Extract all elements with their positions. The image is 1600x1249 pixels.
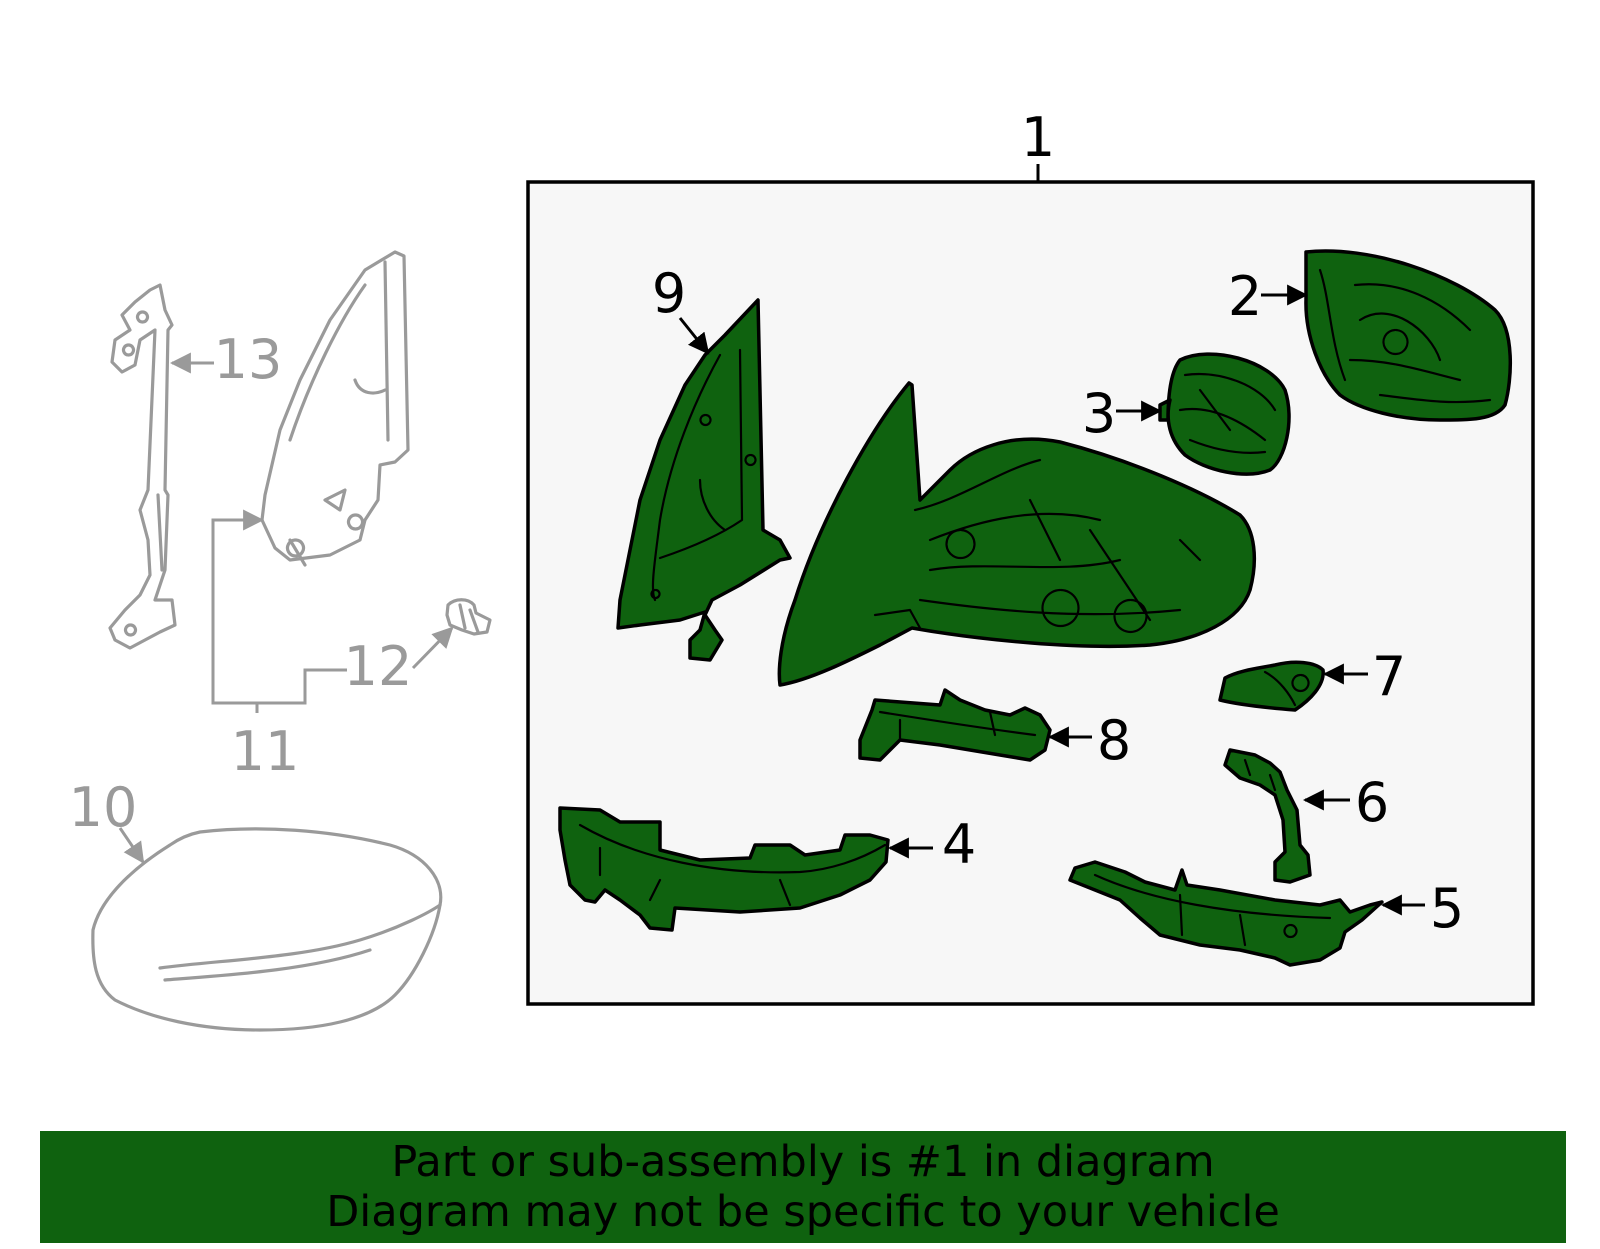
part-10-mirror-cap[interactable] [91,827,443,1032]
callout-7[interactable]: 7 [1372,645,1406,708]
callout-5[interactable]: 5 [1430,877,1464,940]
part-mirror-base-housing[interactable] [777,381,1257,687]
callout-8[interactable]: 8 [1097,709,1131,772]
part-3-actuator[interactable] [1158,352,1291,476]
callout-9[interactable]: 9 [652,262,686,325]
part-8-bracket[interactable] [858,688,1052,762]
callout-12-leader [411,626,454,670]
callout-2[interactable]: 2 [1228,265,1262,328]
part-4-cover-trim[interactable] [558,806,890,932]
callout-12[interactable]: 12 [344,635,413,698]
callout-10[interactable]: 10 [69,776,138,839]
callout-4[interactable]: 4 [942,813,976,876]
part-6-harness[interactable] [1223,748,1312,884]
callout-3[interactable]: 3 [1082,382,1116,445]
part-12-screw[interactable] [445,598,492,636]
callout-9-leader [678,317,710,355]
part-9-base-cover[interactable] [616,298,792,662]
part-2-mirror-glass[interactable] [1304,249,1513,422]
callout-11[interactable]: 11 [231,720,300,783]
callout-13[interactable]: 13 [214,328,283,391]
callout-1[interactable]: 1 [1021,106,1055,169]
callout-10-leader [118,827,145,864]
part-13-bracket[interactable] [108,283,177,650]
banner-line-1: Part or sub-assembly is #1 in diagram [391,1137,1215,1187]
part-11-bracket[interactable] [260,250,410,567]
callout-11-leader [211,518,347,705]
part-5-lower-trim[interactable] [1068,860,1384,967]
info-banner: Part or sub-assembly is #1 in diagram Di… [40,1131,1566,1243]
callout-6[interactable]: 6 [1355,771,1389,834]
banner-line-2: Diagram may not be specific to your vehi… [326,1187,1280,1237]
